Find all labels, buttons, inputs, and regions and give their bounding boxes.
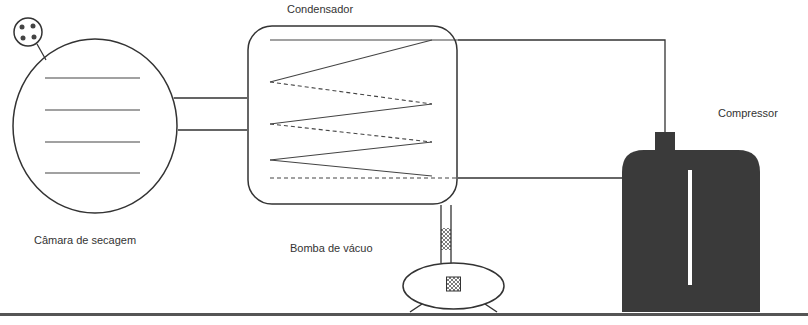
vacuum-pump: Bomba de vácuo — [402, 262, 505, 310]
compressor-body — [622, 150, 760, 312]
part-label: Câmara de secagem — [34, 234, 136, 247]
pipe-line — [458, 177, 622, 178]
drying-chamber: Câmara de secagem — [12, 38, 178, 214]
compressor-slit — [688, 170, 692, 285]
pump-motor — [447, 277, 461, 291]
pipe-line — [441, 205, 451, 263]
part-label: Bomba de vácuo — [290, 242, 373, 255]
shape-outline — [622, 132, 760, 312]
compressor-unit: Compressor — [622, 132, 760, 312]
compressor-nozzle — [655, 132, 675, 152]
pump-outline — [403, 263, 504, 309]
pipe-line — [458, 40, 665, 132]
pressure-gauge — [14, 18, 46, 60]
shape-outline — [247, 25, 458, 205]
pipe-line — [174, 98, 247, 130]
part-label: Compressor — [718, 107, 778, 120]
part-label: Condensador — [287, 3, 353, 16]
vacuum-valve — [441, 228, 451, 250]
condenser-outline — [248, 26, 457, 204]
drying-shelves — [45, 78, 140, 173]
condenser-coil — [270, 40, 458, 178]
shape-outline — [12, 38, 178, 214]
ground-line — [0, 313, 808, 316]
chamber-outline — [13, 39, 177, 213]
shape-outline — [402, 262, 505, 310]
condenser-box: Condensador — [247, 25, 458, 205]
